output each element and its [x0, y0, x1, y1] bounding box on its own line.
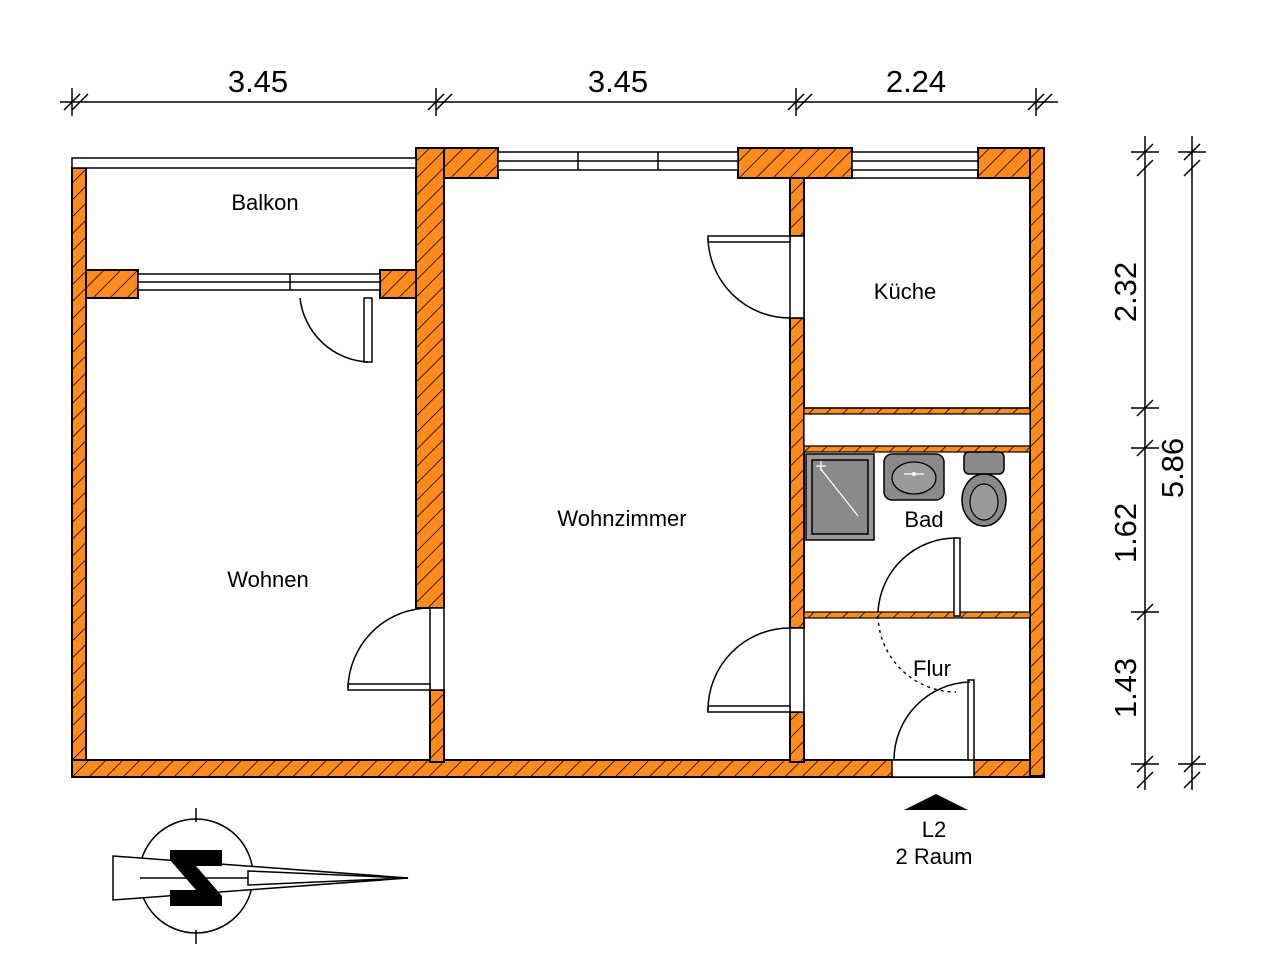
dim-right-3: 1.43: [1108, 658, 1143, 718]
window-wohnzimmer: [497, 151, 739, 171]
room-label-wohnzimmer: Wohnzimmer: [557, 506, 686, 531]
door-kueche: [707, 235, 805, 319]
dim-top-3: 2.24: [886, 64, 946, 99]
shower-icon: [805, 453, 875, 541]
top-dimension-line: 3.45 3.45 2.24: [60, 64, 1058, 116]
doors: [299, 235, 975, 778]
room-label-kueche: Küche: [874, 279, 936, 304]
partitions: [803, 177, 1031, 619]
door-balkon: [299, 297, 373, 363]
toilet-icon: [961, 451, 1007, 527]
north-arrow-icon: [112, 808, 409, 944]
entrance-arrow-icon: [904, 794, 968, 810]
door-wohnzimmer: [707, 627, 805, 713]
entrance-label-type: 2 Raum: [895, 844, 972, 869]
room-label-flur: Flur: [913, 656, 951, 681]
room-label-bad: Bad: [904, 507, 943, 532]
dim-right-2: 1.62: [1108, 503, 1143, 563]
room-label-balkon: Balkon: [231, 190, 298, 215]
door-entrance[interactable]: [891, 679, 975, 778]
right-dimension-lines: 2.32 1.62 1.43 5.86: [1108, 136, 1206, 790]
door-bad: [877, 537, 961, 693]
dim-right-1: 2.32: [1108, 262, 1143, 322]
bathroom-fixtures: [805, 451, 1007, 541]
balkon-railing: [71, 157, 417, 270]
window-kueche: [851, 151, 979, 171]
sink-icon: [883, 453, 945, 501]
window-balkon: [137, 273, 381, 291]
room-label-wohnen: Wohnen: [227, 567, 309, 592]
entrance-label-unit: L2: [922, 817, 946, 842]
entrance-marker: L2 2 Raum: [895, 794, 973, 869]
door-wohnen: [347, 607, 445, 691]
dim-right-total: 5.86: [1155, 438, 1190, 498]
dim-top-1: 3.45: [228, 64, 288, 99]
windows: [137, 151, 979, 291]
dim-top-2: 3.45: [588, 64, 648, 99]
walls: [71, 147, 1045, 778]
